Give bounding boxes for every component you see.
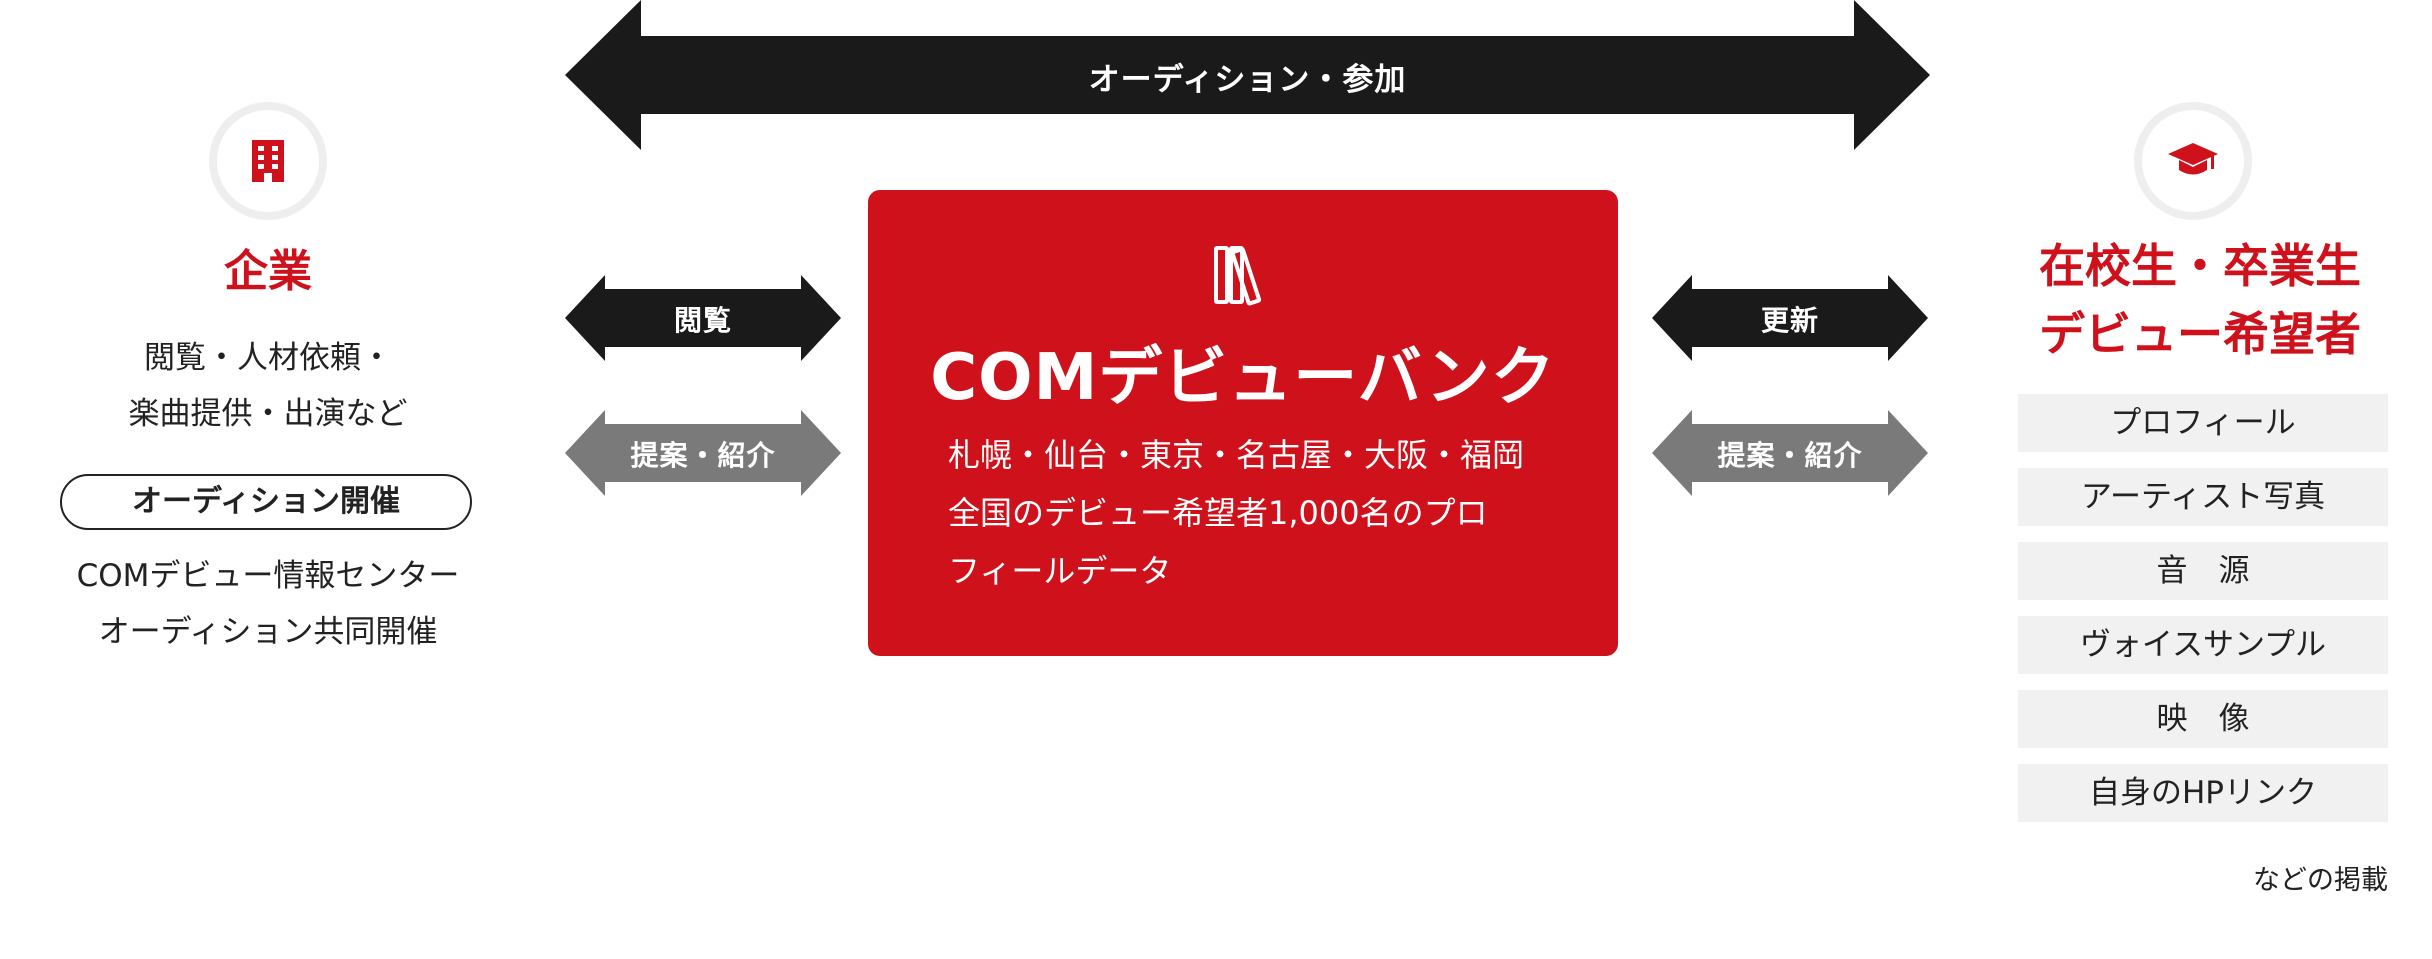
audition-hosting-badge: オーディション開催 (60, 474, 472, 530)
debut-bank-title: COMデビューバンク (930, 341, 1556, 415)
double-arrow-shape (565, 0, 1930, 150)
company-description: 閲覧・人材依頼・ 楽曲提供・出演など (80, 330, 456, 442)
students-title: 在校生・卒業生 デビュー希望者 (1990, 232, 2410, 368)
list-item: アーティスト写真 (2018, 468, 2388, 526)
double-arrow-shape (565, 410, 841, 496)
company-desc-line: 楽曲提供・出演など (128, 396, 408, 432)
double-arrow-shape (1652, 410, 1928, 496)
graduation-cap-icon (2168, 143, 2218, 175)
propose-arrow-right: 提案・紹介 (1652, 410, 1928, 496)
debut-bank-desc-line: 全国のデビュー希望者1,000名のプロ (948, 494, 1488, 532)
listing-items: プロフィール アーティスト写真 音 源 ヴォイスサンプル 映 像 自身のHPリン… (2018, 394, 2388, 838)
debut-bank-desc-line: フィールデータ (948, 552, 1172, 590)
debut-bank-box: COMデビューバンク 札幌・仙台・東京・名古屋・大阪・福岡 全国のデビュー希望者… (868, 190, 1618, 656)
list-item: プロフィール (2018, 394, 2388, 452)
propose-arrow-left: 提案・紹介 (565, 410, 841, 496)
company-info-line: オーディション共同開催 (98, 614, 438, 650)
browse-arrow: 閲覧 (565, 275, 841, 361)
audition-arrow: オーディション・参加 (565, 0, 1930, 150)
list-item: ヴォイスサンプル (2018, 616, 2388, 674)
company-info: COMデビュー情報センター オーディション共同開催 (40, 548, 496, 660)
books-icon (1214, 246, 1262, 306)
company-info-line: COMデビュー情報センター (76, 558, 460, 594)
list-item: 音 源 (2018, 542, 2388, 600)
audition-arrow-label: オーディション・参加 (1088, 62, 1407, 98)
students-title-line: 在校生・卒業生 (2039, 239, 2361, 293)
students-title-line: デビュー希望者 (2039, 307, 2361, 361)
debut-bank-desc-line: 札幌・仙台・東京・名古屋・大阪・福岡 (948, 436, 1525, 474)
listing-footnote: などの掲載 (2253, 865, 2388, 896)
company-icon-circle (209, 102, 327, 220)
propose-arrow-left-label: 提案・紹介 (630, 439, 776, 472)
update-arrow: 更新 (1652, 275, 1928, 361)
list-item: 自身のHPリンク (2018, 764, 2388, 822)
browse-arrow-label: 閲覧 (673, 304, 732, 337)
double-arrow-shape (565, 275, 841, 361)
building-icon (252, 140, 284, 182)
list-item: 映 像 (2018, 690, 2388, 748)
company-desc-line: 閲覧・人材依頼・ (144, 340, 392, 376)
company-title: 企業 (224, 246, 312, 297)
debut-bank-description: 札幌・仙台・東京・名古屋・大阪・福岡 全国のデビュー希望者1,000名のプロ フ… (948, 426, 1578, 600)
propose-arrow-right-label: 提案・紹介 (1717, 439, 1863, 472)
double-arrow-shape (1652, 275, 1928, 361)
students-icon-circle (2134, 102, 2252, 220)
update-arrow-label: 更新 (1760, 304, 1819, 337)
